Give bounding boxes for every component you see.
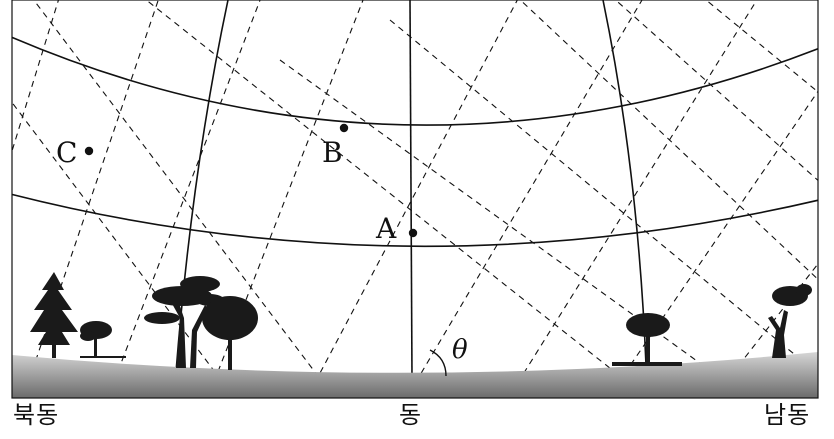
- path-line: [12, 0, 60, 153]
- vertical-circle-right: [602, 0, 647, 366]
- path-line: [33, 0, 331, 393]
- direction-label-northeast: 북동: [13, 401, 60, 429]
- point-c: C: [56, 136, 94, 169]
- point-c-dot: [84, 146, 94, 156]
- altitude-circle-upper: [12, 36, 818, 126]
- path-line: [309, 0, 518, 393]
- path-line: [389, 19, 818, 375]
- path-line: [109, 0, 261, 393]
- path-line: [12, 101, 231, 393]
- diagram-frame: [11, 0, 819, 399]
- angle-arc: [429, 349, 447, 377]
- point-b: B: [322, 123, 349, 169]
- point-b-label: B: [322, 136, 343, 169]
- tree-right-gnarled: [768, 284, 812, 358]
- altitude-circle-lower: [12, 193, 818, 248]
- path-line: [511, 0, 758, 393]
- ground: [12, 352, 818, 398]
- point-a-dot: [408, 228, 418, 238]
- path-line: [614, 0, 818, 182]
- path-line: [705, 0, 818, 93]
- angle-label: θ: [452, 335, 468, 365]
- diurnal-motion-paths: [12, 0, 818, 393]
- tree-silhouettes: [30, 272, 812, 370]
- bench-left: [80, 356, 126, 358]
- point-a: A: [375, 212, 418, 245]
- tree-left-small: [80, 321, 112, 358]
- direction-label-southeast: 남동: [764, 401, 811, 429]
- tree-left-tall: [30, 272, 78, 358]
- tree-right-bushy: [612, 313, 682, 366]
- vertical-circle-center: [409, 0, 413, 379]
- tree-pine-group: [144, 276, 224, 368]
- tree-round-right: [202, 296, 258, 370]
- path-line: [409, 0, 643, 393]
- point-c-label: C: [56, 136, 77, 169]
- path-line: [519, 0, 818, 281]
- point-a-label: A: [375, 212, 397, 245]
- point-b-dot: [339, 123, 349, 133]
- path-line: [145, 0, 641, 393]
- path-line: [279, 59, 741, 393]
- coordinate-grid: [12, 0, 818, 379]
- direction-label-east: 동: [399, 401, 423, 429]
